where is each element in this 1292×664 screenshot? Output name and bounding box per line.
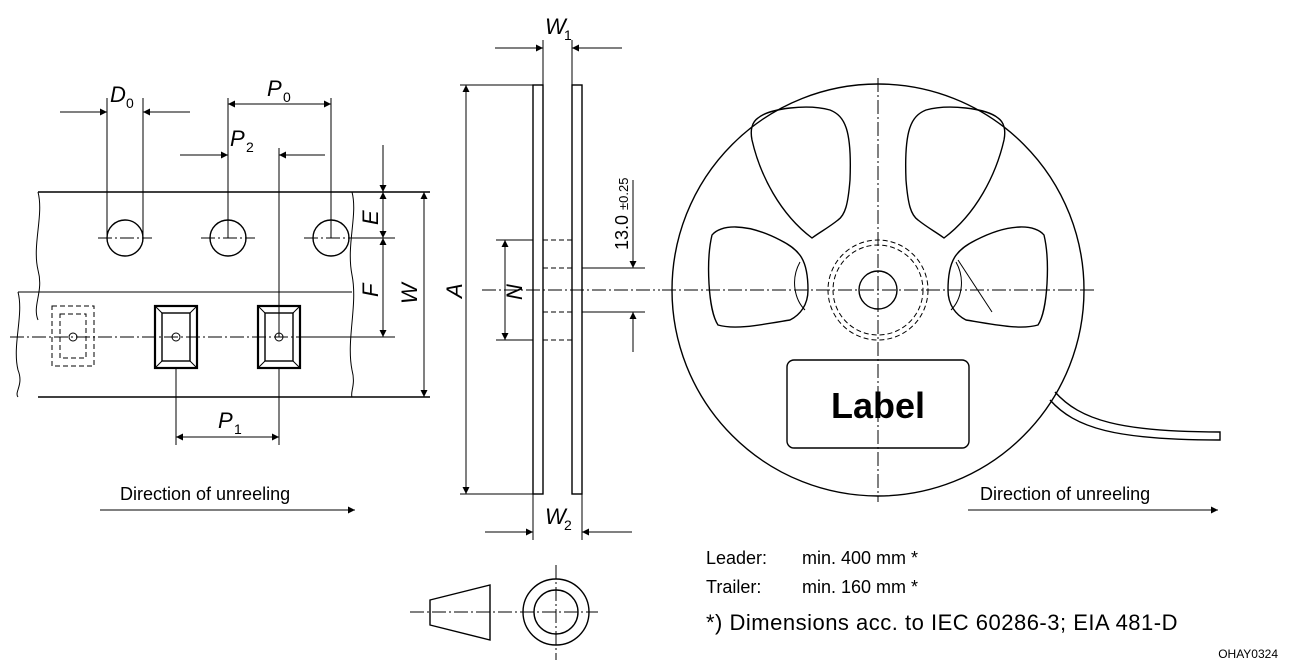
tape-break-right	[349, 191, 355, 398]
p2-label: P	[230, 126, 245, 151]
hub-profile-symbol	[429, 584, 491, 641]
p1-extension	[175, 368, 280, 445]
p2-label-sub: 2	[246, 139, 254, 155]
tape-leader	[1049, 391, 1221, 441]
reel-window-right-diagonal	[957, 259, 993, 313]
n-label: N	[502, 284, 527, 300]
pocket-dashed	[51, 305, 95, 367]
w-label: W	[397, 281, 422, 304]
p0-label: P	[267, 76, 282, 101]
direction-right-text: Direction of unreeling	[980, 484, 1150, 504]
d0-extension	[106, 98, 144, 240]
reel-window-upper-left	[750, 106, 852, 239]
d0-label-sub: 0	[126, 95, 134, 111]
f-label: F	[358, 282, 383, 297]
ef-extension	[300, 237, 395, 338]
hub-symbol-inner	[533, 589, 579, 635]
drawing-code: OHAY0324	[1218, 647, 1278, 661]
footnote: *) Dimensions acc. to IEC 60286-3; EIA 4…	[706, 610, 1178, 635]
a-label: A	[442, 283, 467, 300]
reel-side-view: A N W 1 W 2 13.0 ±0.25	[410, 14, 660, 660]
notes: Leader: min. 400 mm * Trailer: min. 160 …	[706, 548, 1278, 661]
reel-window-upper-right	[904, 106, 1006, 239]
hub-symbol-centerlines	[410, 565, 598, 660]
hub-dim-value: 13.0	[612, 215, 632, 250]
e-label: E	[358, 210, 383, 225]
hub-dim-tolerance: ±0.25	[616, 178, 631, 210]
reel-window-left	[707, 226, 809, 328]
reel-label-box	[786, 359, 970, 449]
w2-label-sub: 2	[564, 517, 572, 533]
hub-symbol-outer	[522, 578, 590, 646]
trailer-key: Trailer:	[706, 577, 761, 597]
reel-front-centerlines	[662, 78, 1094, 502]
w1-label-sub: 1	[564, 27, 572, 43]
a-extension	[460, 84, 533, 495]
leader-key: Leader:	[706, 548, 767, 568]
p1-label: P	[218, 408, 233, 433]
tape-view: D 0 P 0 P 2 P 1 E F W Direction of unree…	[10, 76, 430, 514]
reel-front-view: Label Direction of unreeling	[662, 78, 1221, 514]
w1-extension	[542, 40, 573, 85]
direction-left-text: Direction of unreeling	[120, 484, 290, 504]
w2-label: W	[545, 504, 568, 529]
w1-label: W	[545, 14, 568, 39]
tape-break-left-top	[35, 191, 41, 321]
d0-label: D	[110, 82, 126, 107]
reel-window-inner-edges	[794, 261, 962, 311]
reel-label-text: Label	[831, 385, 925, 426]
hub-extension	[582, 267, 645, 313]
p1-label-sub: 1	[234, 421, 242, 437]
p0-extension	[227, 98, 332, 238]
trailer-value: min. 160 mm *	[802, 577, 918, 597]
tape-break-left-bottom	[15, 291, 21, 398]
reel-window-right	[947, 226, 1049, 328]
p0-label-sub: 0	[283, 89, 291, 105]
leader-value: min. 400 mm *	[802, 548, 918, 568]
